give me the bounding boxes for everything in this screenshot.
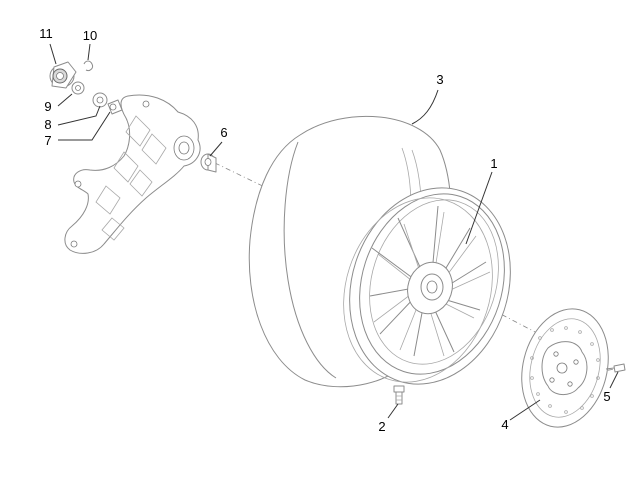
disc-screw (605, 363, 626, 373)
leader-2 (387, 403, 399, 419)
callout-5: 5 (603, 389, 611, 404)
valve-screw (393, 385, 405, 405)
leader-1 (465, 171, 493, 245)
callout-9: 9 (44, 99, 52, 114)
callout-2: 2 (378, 419, 386, 434)
callout-10: 10 (82, 28, 98, 43)
leader-4 (509, 399, 541, 421)
callout-11: 11 (39, 26, 53, 41)
callout-3: 3 (436, 72, 444, 87)
leader-10 (87, 43, 91, 61)
leader-5 (609, 371, 619, 389)
callout-1: 1 (490, 156, 498, 171)
leader-9 (57, 93, 73, 107)
leader-3 (411, 89, 439, 125)
leader-6 (209, 141, 223, 157)
leader-11 (49, 43, 57, 65)
leader-8 (57, 105, 101, 126)
seal-ring (71, 81, 85, 95)
bushing (107, 99, 123, 115)
callout-4: 4 (501, 417, 509, 432)
swing-arm-bracket (64, 94, 201, 254)
leader-7 (58, 111, 111, 141)
spacer (200, 153, 217, 173)
callout-7: 7 (44, 133, 52, 148)
brake-disc (521, 308, 609, 428)
callout-6: 6 (220, 125, 228, 140)
washer (92, 92, 108, 108)
circlip (83, 60, 93, 71)
callout-8: 8 (44, 117, 52, 132)
bearing (49, 61, 77, 89)
